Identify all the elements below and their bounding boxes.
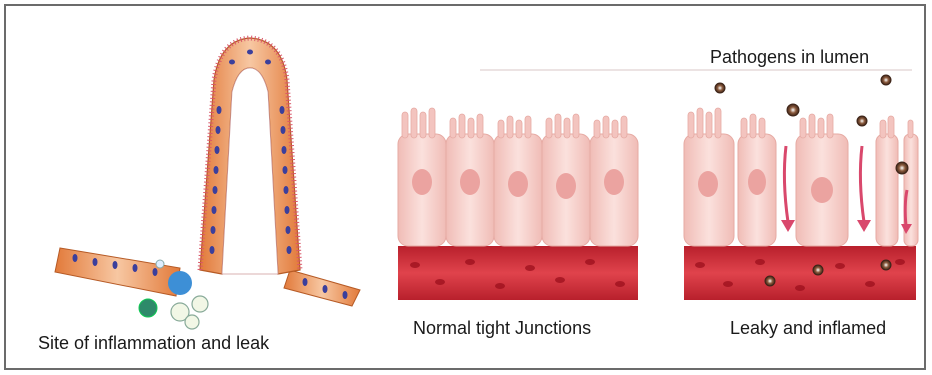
leaky-blood-vessel xyxy=(684,246,916,300)
inflamed-cell xyxy=(168,271,192,295)
normal-blood-vessel xyxy=(398,246,638,300)
immune-cell xyxy=(139,299,157,317)
site-label: Site of inflammation and leak xyxy=(38,333,269,354)
leaky-label: Leaky and inflamed xyxy=(730,318,886,339)
normal-label: Normal tight Junctions xyxy=(413,318,591,339)
normal-epithelium xyxy=(398,108,638,300)
pathogens-label: Pathogens in lumen xyxy=(710,47,869,68)
leaky-epithelium xyxy=(684,108,918,300)
villus-illustration xyxy=(55,38,360,329)
